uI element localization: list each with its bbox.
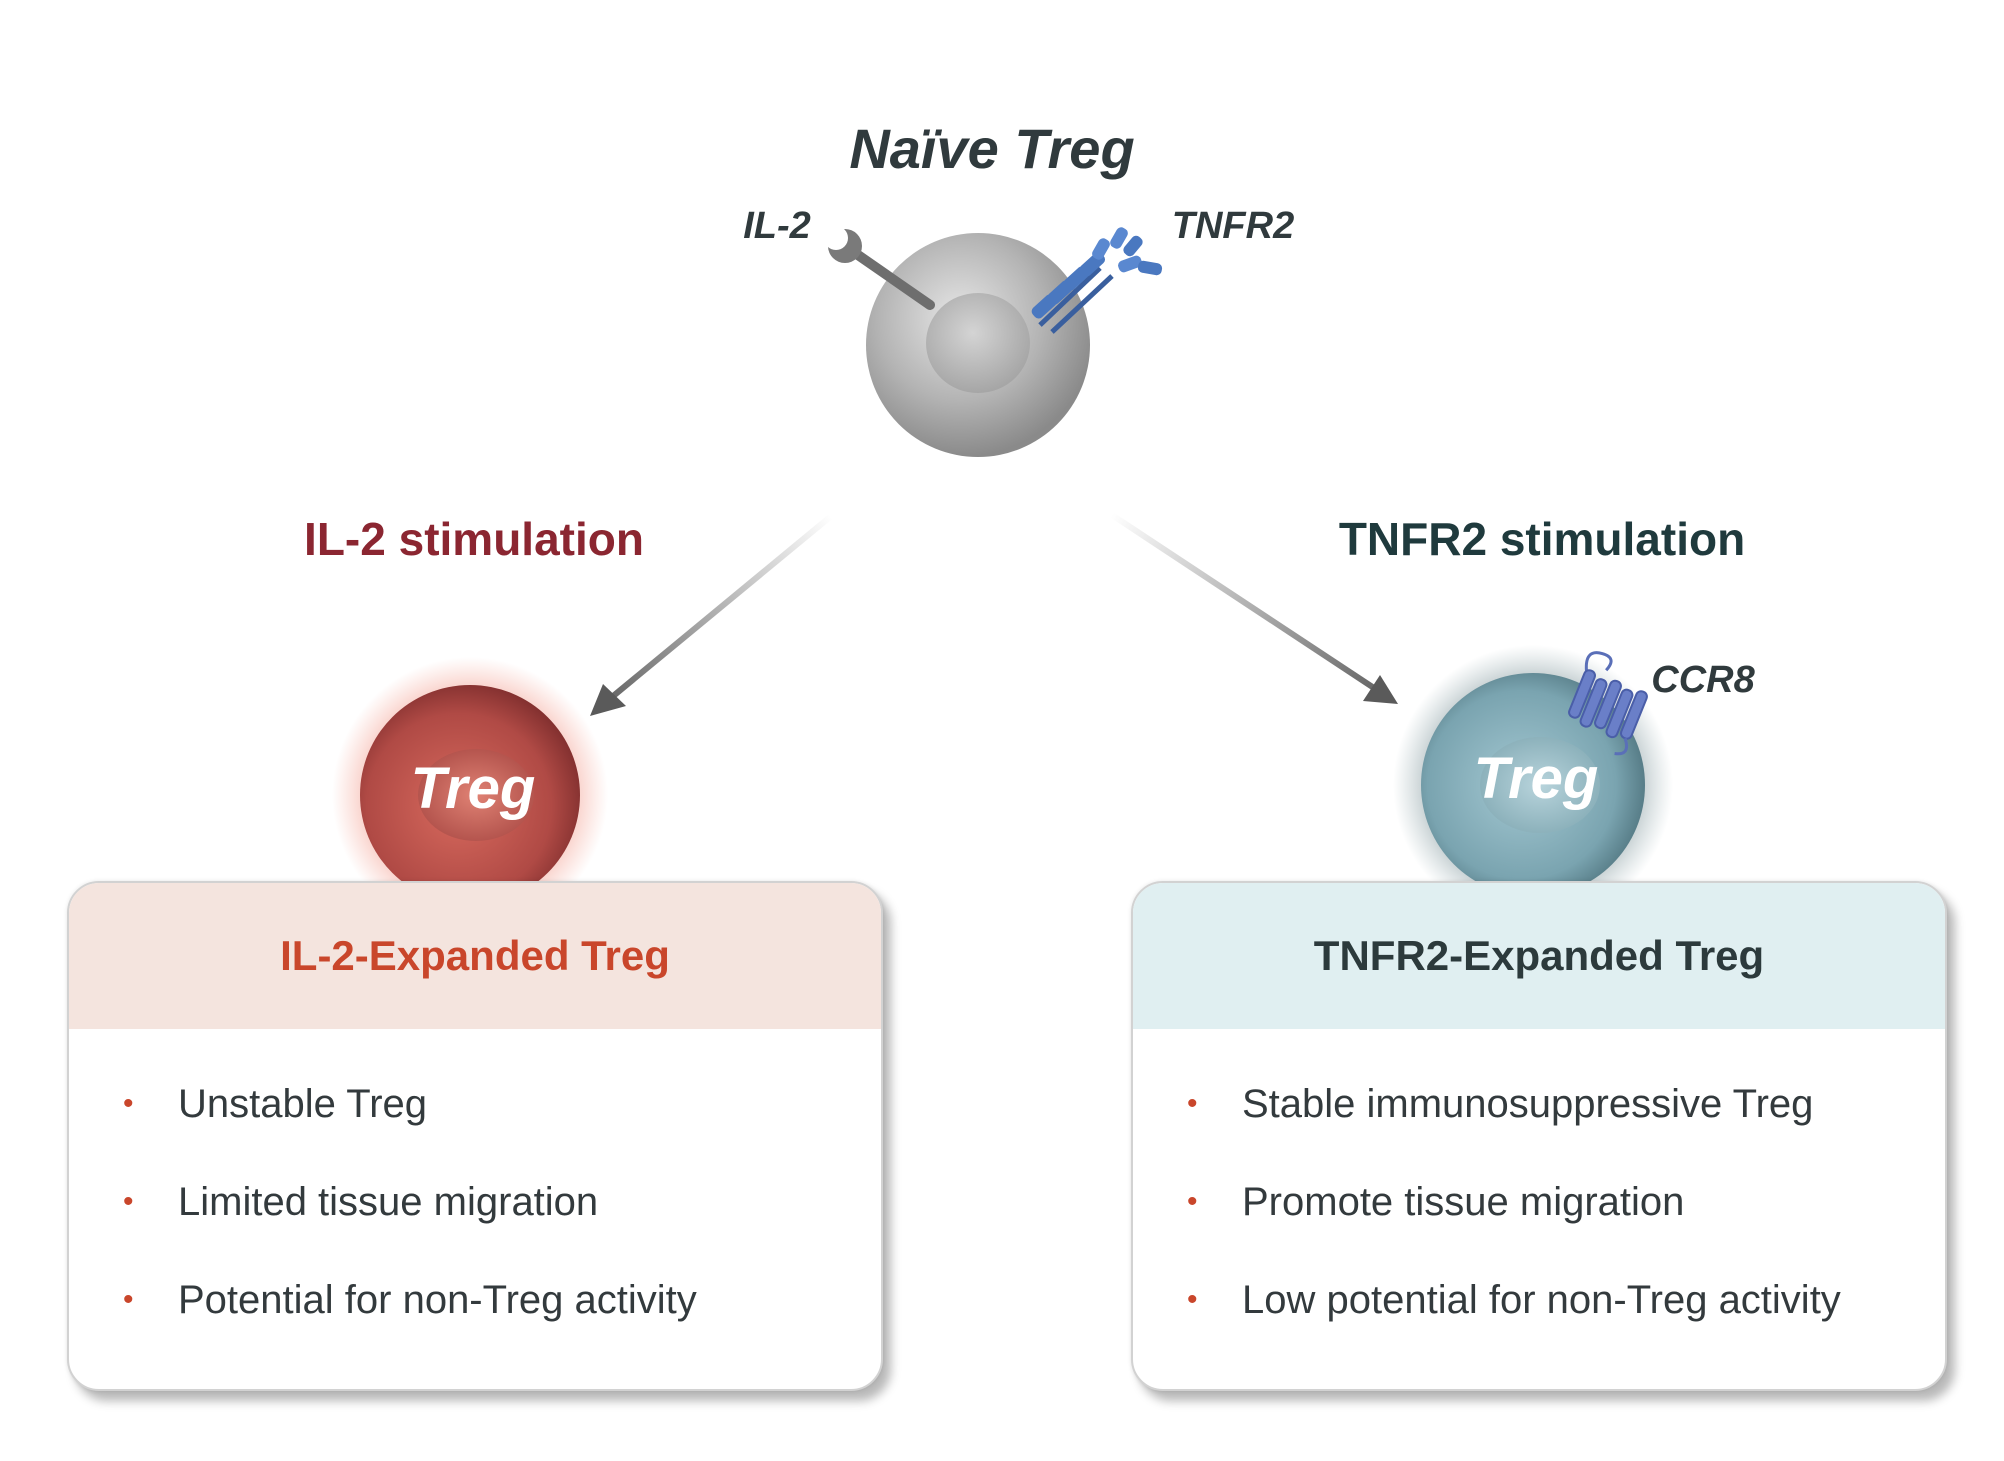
il2-receptor-icon	[824, 226, 935, 310]
il2-treg-cell-label: Treg	[411, 756, 536, 821]
list-item: • Potential for non-Treg activity	[123, 1278, 697, 1322]
list-item: • Low potential for non-Treg activity	[1187, 1278, 1841, 1322]
list-item: • Stable immunosuppressive Treg	[1187, 1082, 1814, 1126]
bullet-icon: •	[123, 1283, 134, 1316]
tnfr2-properties-list: • Stable immunosuppressive Treg • Promot…	[1133, 1029, 1945, 1375]
arrow-to-il2-treg	[590, 514, 832, 716]
tnfr2-stimulation-label: TNFR2 stimulation	[1339, 513, 1745, 565]
arrow-to-tnfr2-treg	[1110, 512, 1398, 704]
bullet-icon: •	[1187, 1087, 1198, 1120]
il2-properties-list: • Unstable Treg • Limited tissue migrati…	[69, 1029, 881, 1375]
il2-expanded-treg-panel: IL-2-Expanded Treg • Unstable Treg • Lim…	[67, 881, 883, 1391]
il2-stimulation-label: IL-2 stimulation	[304, 513, 644, 565]
ccr8-receptor-icon	[1568, 651, 1648, 756]
list-item: • Unstable Treg	[123, 1082, 428, 1126]
ccr8-label: CCR8	[1651, 659, 1755, 701]
bullet-icon: •	[1187, 1283, 1198, 1316]
list-item: • Promote tissue migration	[1187, 1180, 1685, 1224]
il2-expanded-treg-cell	[332, 657, 608, 933]
list-item: • Limited tissue migration	[123, 1180, 599, 1224]
bullet-icon: •	[123, 1087, 134, 1120]
tnfr2-expanded-treg-panel: TNFR2-Expanded Treg • Stable immunosuppr…	[1131, 881, 1947, 1391]
tnfr2-panel-title: TNFR2-Expanded Treg	[1133, 883, 1945, 1029]
tnfr2-treg-cell-label: Treg	[1474, 746, 1599, 811]
tnfr2-receptor-icon	[1031, 227, 1163, 334]
naive-treg-title: Naïve Treg	[849, 117, 1134, 180]
il2-label: IL-2	[743, 205, 811, 247]
il2-panel-title: IL-2-Expanded Treg	[69, 883, 881, 1029]
tnfr2-label: TNFR2	[1172, 205, 1294, 247]
bullet-icon: •	[123, 1185, 134, 1218]
bullet-icon: •	[1187, 1185, 1198, 1218]
naive-treg-cell	[866, 233, 1090, 457]
